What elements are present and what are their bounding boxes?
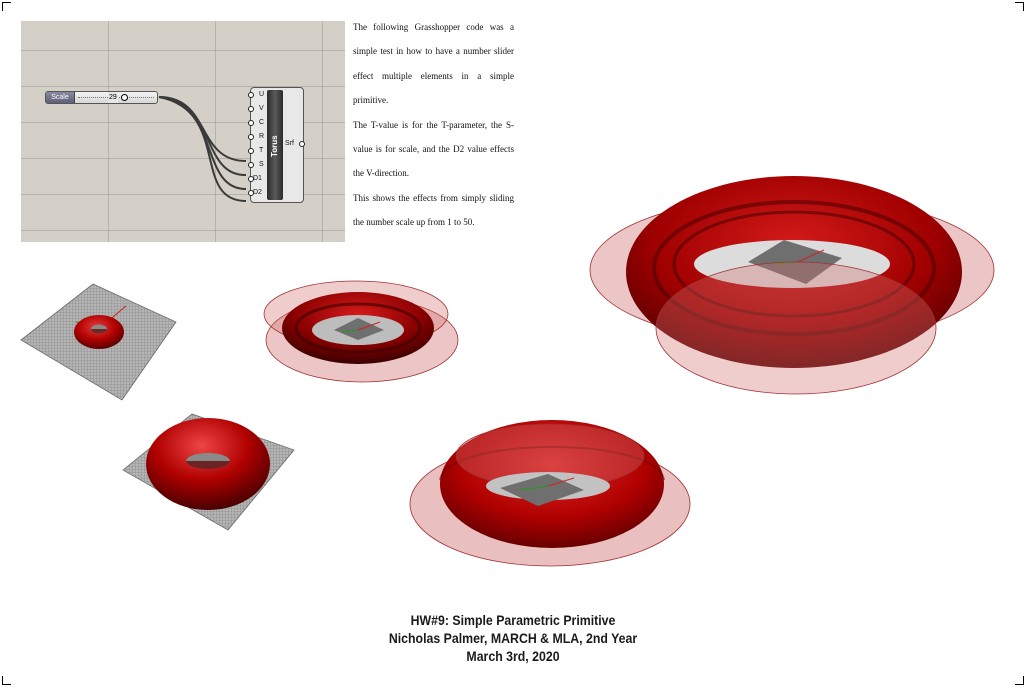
- description-paragraph: The following Grasshopper code was a sim…: [353, 22, 514, 106]
- input-grip-d2[interactable]: [248, 190, 254, 196]
- output-grip-srf[interactable]: [299, 141, 305, 147]
- crop-mark-bottom-right: [1015, 676, 1024, 685]
- inner-plane: [500, 474, 584, 506]
- render-largest-torus: [589, 176, 995, 395]
- input-grip-s[interactable]: [248, 162, 254, 168]
- input-t: T: [259, 147, 264, 154]
- axis-green: [341, 329, 359, 333]
- slider-value: 29: [108, 92, 118, 103]
- render-wide-torus: [409, 420, 691, 567]
- wire-layer: [158, 96, 247, 202]
- wire-to-d1: [158, 96, 247, 190]
- description-text: The following Grasshopper code was a sim…: [353, 15, 514, 235]
- input-grip-c[interactable]: [248, 120, 254, 126]
- input-u: U: [259, 91, 265, 98]
- inner-plane: [334, 318, 384, 340]
- input-grip-r[interactable]: [248, 134, 254, 140]
- input-c: C: [259, 119, 265, 126]
- axis-green: [519, 485, 549, 491]
- input-grip-u[interactable]: [248, 92, 254, 98]
- crop-mark-top-right: [1015, 2, 1024, 11]
- caption-author: Nicholas Palmer, MARCH & MLA, 2nd Year: [388, 630, 638, 646]
- caption-title: HW#9: Simple Parametric Primitive: [410, 612, 616, 628]
- output-srf: Srf: [285, 140, 294, 147]
- description-paragraph: The T-value is for the T-parameter, the …: [353, 119, 514, 179]
- caption-block: HW#9: Simple Parametric Primitive Nichol…: [337, 611, 689, 665]
- torus-component-bar: [267, 90, 283, 200]
- slider-knob[interactable]: [121, 94, 128, 101]
- crop-mark-top-left: [2, 2, 11, 11]
- input-r: R: [259, 133, 265, 140]
- crop-mark-bottom-left: [2, 676, 11, 685]
- input-d2: D2: [253, 189, 262, 196]
- render-large-torus: [122, 413, 295, 531]
- grasshopper-canvas: Scale 29 Torus U V C R T S D1 D2 Srf: [21, 21, 345, 242]
- input-v: V: [259, 105, 264, 112]
- torus-component[interactable]: Torus U V C R T S D1 D2 Srf: [248, 87, 305, 203]
- input-s: S: [259, 161, 264, 168]
- axis-red: [357, 321, 381, 331]
- slider-name: Scale: [46, 92, 75, 103]
- number-slider[interactable]: Scale 29: [45, 91, 158, 104]
- render-medium-torus: [263, 280, 459, 383]
- input-grip-d1[interactable]: [248, 176, 254, 182]
- description-paragraph: This shows the effects from simply slidi…: [353, 192, 514, 228]
- input-d1: D1: [253, 175, 262, 182]
- render-small-torus: [20, 283, 177, 401]
- caption-date: March 3rd, 2020: [466, 648, 560, 664]
- axis-red: [797, 249, 825, 263]
- axis-red: [547, 477, 575, 487]
- wire-to-d2: [158, 96, 247, 202]
- disc-lower: [655, 261, 937, 395]
- wire-to-s: [158, 96, 247, 177]
- input-grip-v[interactable]: [248, 106, 254, 112]
- input-grip-t[interactable]: [248, 148, 254, 154]
- torus-component-name: Torus: [270, 135, 279, 157]
